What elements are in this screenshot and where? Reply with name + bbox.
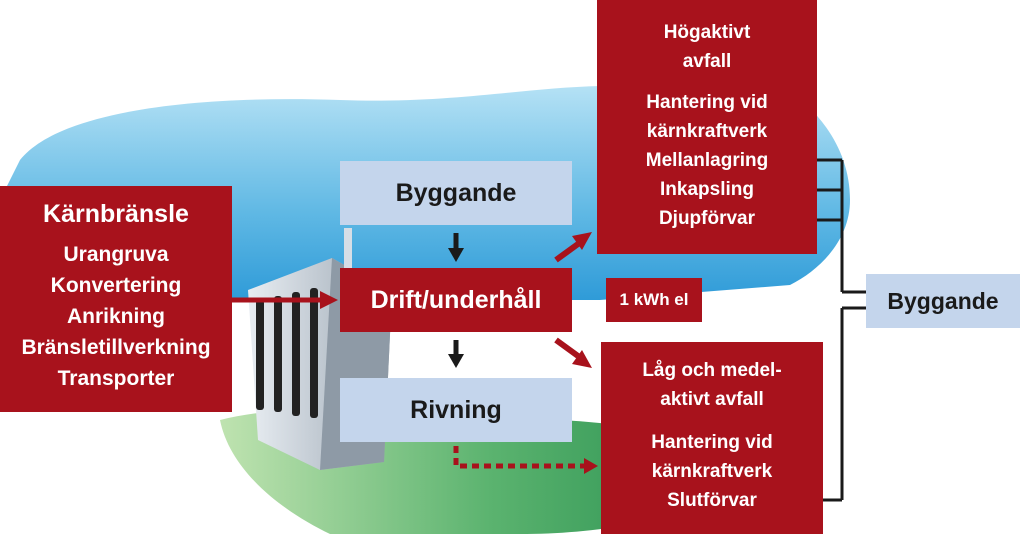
decommissioning-label: Rivning	[410, 395, 502, 424]
fuel-item: Bränsletillverkning	[21, 336, 211, 359]
nuclear-fuel-title: Kärnbränsle	[43, 200, 189, 228]
low-medium-waste-title-line: Låg och medel-	[642, 360, 782, 381]
high-waste-item: Hantering vid	[646, 92, 768, 113]
decommissioning-box: Rivning	[340, 378, 572, 442]
arrow-fuel-to-operation	[232, 291, 338, 309]
high-level-waste-title: Högaktivt avfall	[597, 18, 817, 76]
side-construction-box: Byggande	[866, 274, 1020, 328]
low-medium-waste-box: Låg och medel- aktivt avfall Hantering v…	[601, 342, 823, 534]
fuel-item: Urangruva	[63, 243, 169, 266]
side-construction-label: Byggande	[887, 287, 999, 314]
high-waste-item: Djupförvar	[658, 208, 756, 229]
fuel-item: Anrikning	[67, 305, 165, 328]
operation-box: Drift/underhåll	[340, 268, 572, 332]
arrow-operation-down	[448, 340, 464, 368]
output-box: 1 kWh el	[606, 278, 702, 322]
output-label: 1 kWh el	[619, 290, 689, 309]
cooling-slots	[256, 288, 318, 418]
arrow-operation-to-low-waste	[554, 337, 592, 368]
fuel-item: Konvertering	[50, 274, 182, 297]
high-level-waste-title-line: avfall	[682, 51, 732, 72]
construction-box: Byggande	[340, 161, 572, 225]
arrow-operation-to-high-waste	[554, 232, 592, 263]
low-medium-waste-title-line: aktivt avfall	[660, 389, 764, 410]
high-waste-item: Mellanlagring	[645, 150, 769, 171]
low-waste-item: Slutförvar	[667, 490, 757, 511]
fuel-item: Transporter	[57, 367, 175, 390]
construction-label: Byggande	[395, 178, 517, 207]
high-waste-item: kärnkraftverk	[646, 121, 768, 142]
arrow-construction-down	[448, 233, 464, 262]
low-medium-waste-title: Låg och medel- aktivt avfall	[601, 356, 823, 414]
low-waste-item: Hantering vid	[651, 432, 773, 453]
nuclear-fuel-box: Kärnbränsle Urangruva Konvertering Anrik…	[0, 186, 232, 412]
arrow-decommissioning-to-low-waste-dashed	[453, 446, 598, 474]
low-waste-item: kärnkraftverk	[651, 461, 773, 482]
high-level-waste-title-line: Högaktivt	[663, 22, 751, 43]
operation-label: Drift/underhåll	[370, 285, 542, 314]
high-level-waste-box: Högaktivt avfall Hantering vid kärnkraft…	[597, 0, 817, 254]
high-waste-item: Inkapsling	[660, 179, 754, 200]
